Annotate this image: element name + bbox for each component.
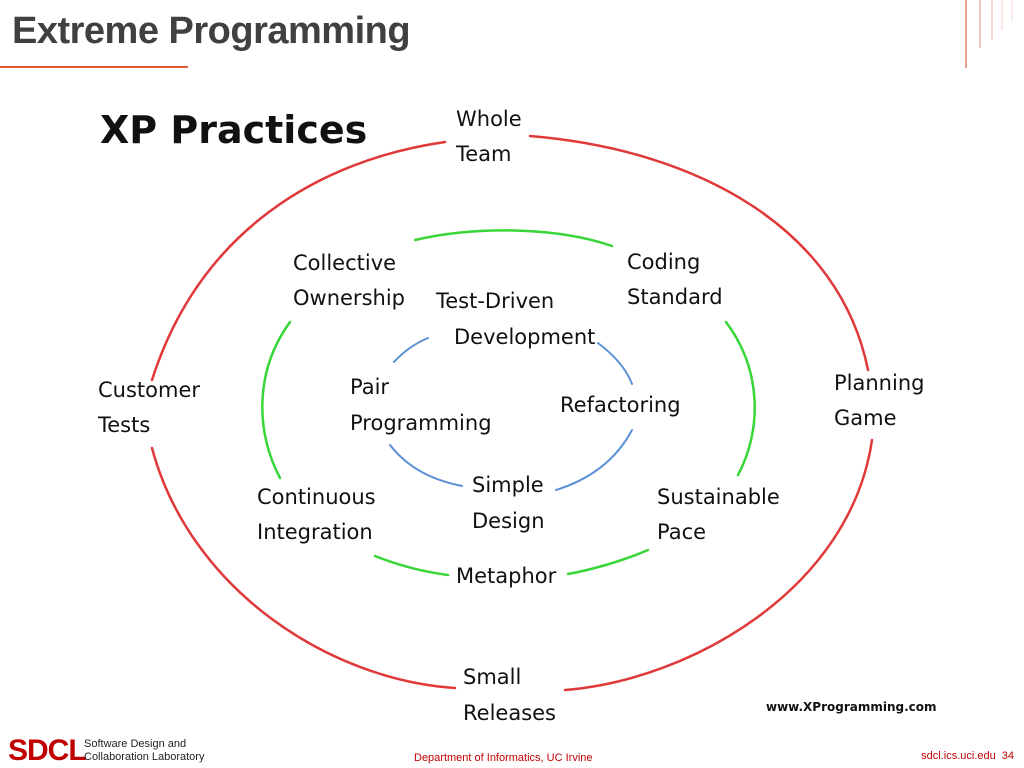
inner-practice-test-driven-development: Test-Driven Development: [435, 289, 595, 349]
practice-label: Small: [463, 665, 521, 689]
inner-practice-pair-programming: Pair Programming: [350, 375, 492, 435]
inner-ring-arc: [389, 444, 463, 487]
practice-label: Whole: [456, 107, 522, 131]
practice-label: Ownership: [293, 286, 405, 310]
middle-practice-sustainable-pace: Sustainable Pace: [657, 485, 780, 544]
practice-label: Releases: [463, 701, 556, 725]
practice-label: Tests: [97, 413, 150, 437]
middle-practice-collective-ownership: Collective Ownership: [293, 251, 405, 310]
practice-label: Team: [455, 142, 512, 166]
practice-label: Continuous: [257, 485, 376, 509]
practice-label: Design: [472, 509, 545, 533]
practice-label: Metaphor: [456, 564, 557, 588]
sdcl-logo: SDCL: [8, 734, 87, 767]
middle-practice-metaphor: Metaphor: [456, 564, 557, 588]
decorative-lines: [965, 0, 1013, 68]
practice-label: Sustainable: [657, 485, 780, 509]
middle-practice-continuous-integration: Continuous Integration: [257, 485, 376, 544]
outer-ring-arc: [528, 134, 870, 372]
lab-name-line: Software Design and: [84, 738, 187, 750]
source-url: www.XProgramming.com: [766, 700, 937, 714]
diagram-heading: XP Practices: [100, 108, 367, 152]
inner-ring-arc: [597, 342, 633, 385]
practice-label: Standard: [627, 285, 723, 309]
page-number: 34: [1001, 750, 1014, 762]
inner-ring: [389, 337, 633, 491]
inner-practice-refactoring: Refactoring: [560, 393, 681, 417]
middle-practice-coding-standard: Coding Standard: [627, 250, 723, 309]
practice-label: Customer: [98, 378, 200, 402]
inner-ring-arc: [555, 429, 633, 491]
practice-label: Development: [454, 325, 595, 349]
practice-label: Programming: [350, 411, 492, 435]
outer-ring-arc: [150, 140, 447, 382]
practice-label: Game: [834, 406, 897, 430]
middle-ring-arc: [373, 554, 450, 577]
practice-label: Coding: [627, 250, 700, 274]
middle-ring: [261, 229, 756, 577]
outer-practice-small-releases: Small Releases: [463, 665, 556, 725]
slide-title: Extreme Programming: [12, 10, 411, 52]
department-name: Department of Informatics, UC Irvine: [414, 752, 593, 764]
title-underline: [0, 66, 188, 68]
lab-name: Software Design and Collaboration Labora…: [84, 738, 204, 764]
outer-ring-arc: [563, 438, 874, 692]
outer-practice-customer-tests: Customer Tests: [97, 378, 200, 437]
outer-ring: [150, 134, 874, 692]
practice-label: Integration: [257, 520, 373, 544]
lab-name-line: Collaboration Laboratory: [84, 751, 205, 763]
inner-practice-simple-design: Simple Design: [472, 473, 545, 533]
practice-label: Planning: [834, 371, 924, 395]
middle-ring-arc: [261, 320, 292, 480]
practice-label: Collective: [293, 251, 396, 275]
site-url: sdcl.ics.uci.edu: [921, 750, 996, 762]
practice-label: Pace: [657, 520, 706, 544]
outer-practice-whole-team: Whole Team: [455, 107, 522, 166]
inner-ring-arc: [393, 337, 429, 363]
practice-label: Refactoring: [560, 393, 681, 417]
practice-label: Pair: [350, 375, 389, 399]
practice-label: Simple: [472, 473, 544, 497]
outer-ring-arc: [150, 446, 457, 690]
outer-practice-planning-game: Planning Game: [834, 371, 924, 430]
footer-site: sdcl.ics.uci.edu 34: [915, 750, 1014, 762]
middle-ring-arc: [724, 320, 756, 477]
middle-ring-arc: [413, 229, 614, 248]
practice-label: Test-Driven: [435, 289, 554, 313]
middle-ring-arc: [566, 548, 650, 576]
